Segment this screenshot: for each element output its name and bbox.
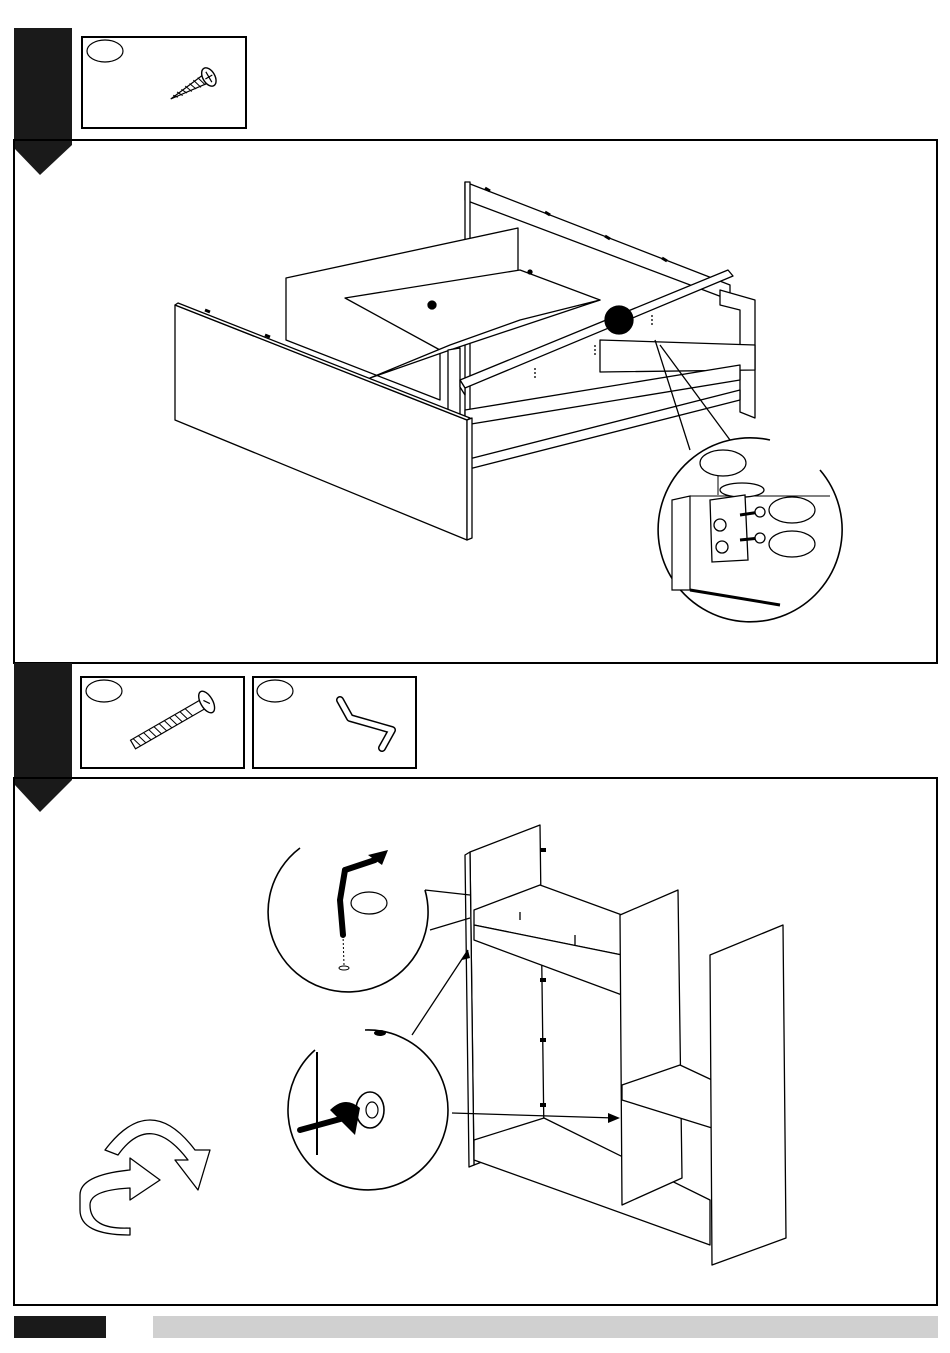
callout-bubble-2 xyxy=(769,497,815,523)
step-1-marker xyxy=(14,28,72,175)
rotate-arrows-icon xyxy=(80,1120,210,1235)
callout-bubble-1 xyxy=(700,450,746,476)
drawer-box-assembly xyxy=(175,182,755,540)
right-panel xyxy=(710,925,786,1265)
callout-bubble-4 xyxy=(351,892,387,914)
step-2 xyxy=(14,663,937,1305)
cam-lock-detail xyxy=(288,1030,448,1190)
hex-key-tighten-detail xyxy=(268,848,470,992)
cabinet-frame-assembly xyxy=(465,825,786,1265)
middle-panel xyxy=(620,890,682,1205)
step-2-parts-box-1 xyxy=(81,677,244,768)
step-2-marker xyxy=(14,663,72,812)
step-2-parts-box-2 xyxy=(253,677,416,768)
corner-bracket-detail xyxy=(658,438,842,622)
footer xyxy=(14,1316,938,1338)
footer-tab xyxy=(14,1316,106,1338)
part-callout-bubble xyxy=(87,40,123,62)
callout-bubble-3 xyxy=(769,531,815,557)
attention-dot xyxy=(605,306,633,334)
step-1 xyxy=(14,28,937,663)
footer-bar xyxy=(153,1316,938,1338)
step-1-parts-box xyxy=(82,37,246,128)
